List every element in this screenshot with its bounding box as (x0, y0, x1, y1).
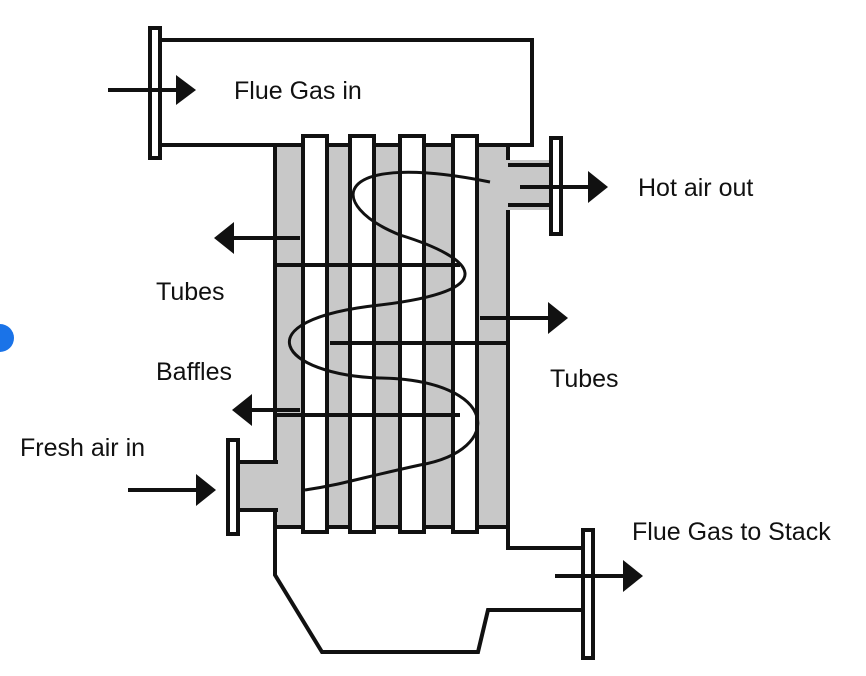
baffles (275, 263, 508, 417)
air-flow-path (287, 170, 491, 492)
label-baffles: Baffles (156, 358, 232, 386)
flue-gas-to-stack-arrow (555, 560, 643, 592)
tube (398, 134, 426, 534)
fresh-air-inlet-nozzle (226, 438, 279, 536)
label-flue-gas-to-stack: Flue Gas to Stack (632, 518, 831, 546)
tubes-right-arrow (480, 302, 568, 334)
baffles-arrow (232, 394, 300, 426)
fresh-air-in-arrow (128, 474, 216, 506)
flue-gas-in-arrow (108, 75, 196, 105)
label-tubes-right: Tubes (550, 365, 619, 393)
bottom-duct (273, 527, 595, 660)
edge-dot (0, 324, 14, 352)
tubes-left-arrow (214, 222, 300, 254)
label-flue-gas-in: Flue Gas in (234, 77, 362, 105)
label-fresh-air-in: Fresh air in (20, 434, 145, 462)
tube (451, 134, 479, 534)
tube (301, 134, 329, 534)
arrows (108, 75, 643, 592)
hot-air-out-arrow (520, 171, 608, 203)
label-hot-air-out: Hot air out (638, 174, 753, 202)
label-tubes-left: Tubes (156, 278, 225, 306)
